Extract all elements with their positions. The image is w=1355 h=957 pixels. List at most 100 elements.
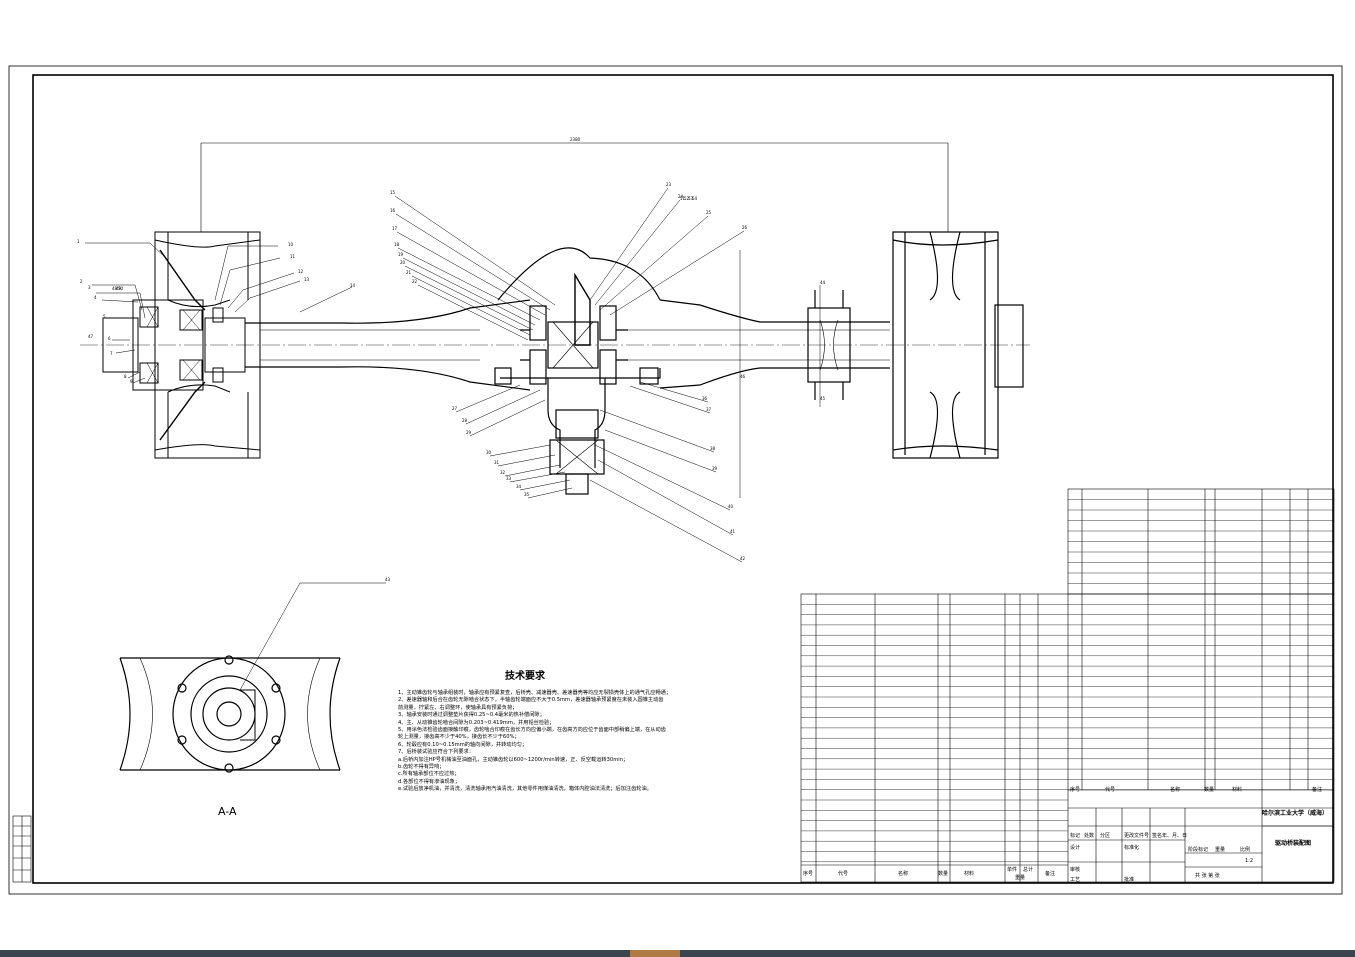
balloon-number: 39: [712, 466, 718, 471]
tech-requirement-line: e.试验后放净机油，并清洗，清洗轴承用汽油清洗，其他零件用煤油清洗，箱体内腔油法…: [398, 786, 652, 793]
balloon-number: 28: [462, 418, 468, 423]
balloon-number: 51: [680, 196, 686, 201]
sign-cell-label: 标记: [1070, 833, 1081, 839]
balloon-number: 14: [350, 283, 356, 288]
sign-cell-label: 更改文件号: [1124, 833, 1150, 839]
balloon-number: 33: [506, 476, 512, 481]
tech-requirement-line: 6、轮毂应有0.10~0.15mm的轴向间隙，并转动均匀；: [398, 741, 528, 748]
balloon-number: 15: [390, 190, 396, 195]
balloon-number: 16: [390, 208, 396, 213]
balloon-number: 24: [678, 194, 684, 199]
section-label: A-A: [218, 805, 237, 818]
balloon-number: 35: [524, 492, 530, 497]
bom-upper-header-qty: 数量: [1204, 787, 1215, 793]
balloon-number: 9: [130, 379, 133, 384]
tech-requirements-title: 技术要求: [505, 671, 545, 682]
balloon-number: 4: [94, 295, 97, 300]
bom-header-seq: 序号: [803, 871, 814, 877]
balloon-number: 17: [392, 226, 398, 231]
tech-requirement-line: 7、后桥装试验应符合下列要求：: [398, 749, 474, 756]
tech-requirement-line: a.后桥内加注HP号机械油至油面孔，主动锥齿轮以600~1200r/min转速，…: [398, 756, 629, 763]
sign-cell-label: 批准: [1124, 877, 1135, 883]
tech-requirement-line: b.齿轮不得有异响；: [398, 764, 445, 771]
balloon-number: 20: [400, 260, 406, 265]
drawing-scale: 1:2: [1245, 858, 1254, 864]
spring-seat: [807, 285, 851, 407]
balloon-number: 6: [108, 336, 111, 341]
tech-requirement-line: 4、主、从动锥齿轮啮合间隙为0.203~0.419mm，并用铅丝检验；: [398, 719, 555, 726]
balloon-number: 13: [304, 277, 310, 282]
balloon-number: 36: [702, 396, 708, 401]
binding-strip: [12, 815, 32, 883]
balloon-number: 25: [706, 210, 712, 215]
balloon-number: 53: [688, 196, 694, 201]
balloon-number: 34: [516, 484, 522, 489]
bom-header-weight: 重量: [1015, 875, 1026, 881]
sign-cell-label: 比例: [1240, 847, 1251, 853]
axle-housing-right: [628, 250, 890, 498]
balloon-number: 12: [298, 269, 304, 274]
tech-requirement-line: 3、轴承安装时通过调整垫片获得0.25~0.4毫米的热补偿间隙；: [398, 712, 545, 719]
tech-requirement-line: 1、主动锥齿轮与轴承组装时，轴承应有预紧复查，后桥壳、减速器壳、差速器壳等均应无…: [398, 690, 672, 696]
sign-cell-label: 签名: [1152, 833, 1163, 839]
balloon-number: 37: [706, 407, 712, 412]
balloon-number: 31: [494, 460, 500, 465]
balloon-number: 54: [692, 196, 698, 201]
balloon-number: 50: [118, 286, 124, 291]
balloon-number: 40: [728, 504, 734, 509]
balloon-number: 38: [710, 446, 716, 451]
balloon-number: 46: [740, 374, 746, 379]
balloon-number: 29: [466, 430, 472, 435]
sign-cell-label: 设计: [1070, 845, 1081, 851]
balloon-number: 32: [500, 470, 506, 475]
balloon-number: 30: [486, 450, 492, 455]
tech-requirement-line: c.所有轴承部位不应过热；: [398, 771, 460, 778]
balloon-number: 11: [290, 254, 296, 259]
balloon-number: 52: [684, 196, 690, 201]
balloon-number: 22: [412, 279, 418, 284]
balloon-number: 7: [110, 351, 113, 356]
balloon-number: 3: [88, 285, 91, 290]
bom-header-note: 备注: [1045, 871, 1056, 877]
sign-cell-label: 处数: [1084, 833, 1095, 839]
balloon-number: 42: [740, 556, 746, 561]
bom-header-unit-weight: 单件: [1007, 867, 1018, 873]
balloon-number: 44: [820, 280, 826, 285]
bom-header-name: 名称: [898, 871, 909, 877]
balloon-number: 2: [80, 279, 83, 284]
differential-housing: [494, 247, 661, 495]
balloon-number: 47: [88, 334, 94, 339]
tech-requirement-line: 5、用涂色法检验齿面接触印痕，齿轮啮合印痕在齿长方向应偏小端，在齿高方向应位于齿…: [398, 727, 666, 734]
drawing-name: 驱动桥装配图: [1275, 840, 1312, 847]
sign-cell-label: 标准化: [1124, 845, 1140, 851]
tech-requirement-line: 前测量，拧紧左、右调整环，使轴承具有预紧负荷；: [398, 704, 518, 711]
balloon-number: 45: [820, 396, 826, 401]
bom-header-qty: 数量: [938, 871, 949, 877]
sign-cell-label: 工艺: [1070, 877, 1081, 883]
tech-requirement-line: 轮上测量，接齿高不少于40%，接齿长不少于60%；: [398, 734, 520, 741]
taskbar-accent: [630, 950, 680, 957]
tech-requirements-body: 1、主动锥齿轮与轴承组装时，轴承应有预紧复查，后桥壳、减速器壳、差速器壳等均应无…: [398, 690, 671, 794]
inner-frame: [32, 74, 1334, 884]
overall-dimension-value: 2380: [570, 137, 581, 142]
balloon-number: 1: [77, 239, 80, 244]
balloon-number: 27: [452, 406, 458, 411]
balloon-number: 19: [398, 252, 404, 257]
bom-upper-header-code: 代号: [1105, 787, 1116, 793]
sign-cell-label: 阶段标记: [1188, 847, 1209, 853]
sign-cell-label: 共 张 第 张: [1195, 873, 1220, 879]
sign-cell-label: 审核: [1070, 867, 1081, 873]
bom-upper-header-note: 备注: [1312, 787, 1323, 793]
bom-upper-header-name: 名称: [1170, 787, 1181, 793]
balloon-number: 41: [730, 529, 736, 534]
balloon-number: 26: [742, 225, 748, 230]
tech-requirement-line: 2、差速器轴和后合在齿轮无隙啮合状态下，半轴齿轮端面应不大于0.5mm，差速器轴…: [398, 697, 664, 704]
balloon-labels: 1234567891011121314151617181920212223242…: [77, 182, 826, 582]
balloon-number: 49: [116, 286, 122, 291]
taskbar: [0, 950, 1355, 957]
sign-cell-label: 年、月、日: [1162, 833, 1188, 839]
balloon-number: 5: [103, 314, 106, 319]
school-name: 哈尔滨工业大学（威海）: [1262, 810, 1329, 817]
outer-frame: [8, 65, 1343, 895]
